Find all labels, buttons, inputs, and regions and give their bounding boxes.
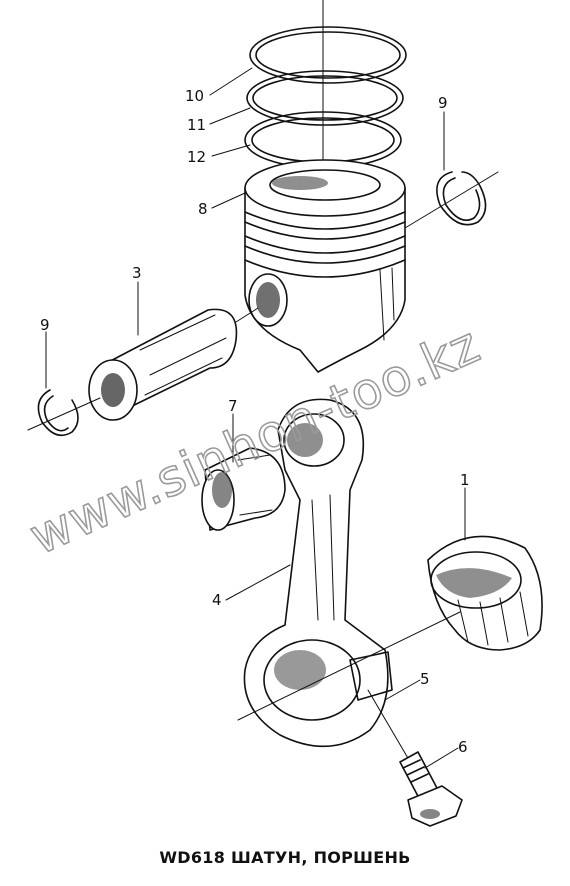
snap-ring-9-right xyxy=(404,171,499,229)
piston-ring-11 xyxy=(246,70,404,126)
callout-5: 5 xyxy=(420,670,430,688)
callout-11: 11 xyxy=(187,116,206,134)
callout-10: 10 xyxy=(185,87,204,105)
watermark-text: www.sinhon-too.kz xyxy=(21,315,488,566)
connecting-rod-bolt-6 xyxy=(367,689,463,827)
diagram-caption: WD618 ШАТУН, ПОРШЕНЬ xyxy=(159,848,411,867)
snap-ring-9-left xyxy=(27,389,101,437)
bearing-shell-1 xyxy=(427,535,543,651)
callout-3: 3 xyxy=(132,264,142,282)
callout-8: 8 xyxy=(198,200,208,218)
callout-12: 12 xyxy=(187,148,206,166)
callout-4: 4 xyxy=(212,591,222,609)
big-end-axis-line xyxy=(237,611,461,721)
leader-lines xyxy=(45,67,466,769)
callout-6: 6 xyxy=(458,738,468,756)
callout-9-left: 9 xyxy=(40,316,50,334)
callout-1: 1 xyxy=(460,471,470,489)
callout-9-right: 9 xyxy=(438,94,448,112)
piston-ring-10 xyxy=(249,26,407,84)
callout-7: 7 xyxy=(228,397,238,415)
piston-pin-3 xyxy=(88,307,259,421)
piston-8 xyxy=(244,159,406,373)
small-end-bushing-7 xyxy=(201,447,286,531)
connecting-rod-4 xyxy=(243,398,393,748)
